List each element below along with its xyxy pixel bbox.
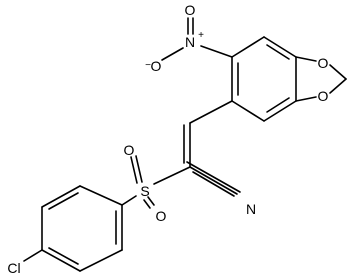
bond [231, 36, 265, 58]
bond [231, 100, 265, 122]
vinyl-linkage [183, 100, 233, 168]
triple-bond-line [192, 171, 235, 197]
atom-n-nitro: N [185, 34, 195, 50]
bond [295, 96, 317, 102]
double-bond-inner [48, 247, 79, 265]
atom-s-sulfonyl: S [140, 183, 149, 199]
charge-minus: − [145, 60, 151, 71]
bond [200, 45, 233, 58]
chlorophenyl-ring [41, 185, 123, 272]
bond [189, 166, 238, 195]
atom-n-nitrile: N [246, 201, 256, 217]
bond [295, 56, 317, 62]
bond [41, 249, 81, 272]
nitrile-group [186, 161, 241, 197]
triple-bond-line [186, 161, 241, 193]
bond [79, 185, 123, 206]
dioxole-ring [295, 56, 347, 102]
bond [153, 166, 191, 185]
double-bond-inner [266, 44, 290, 60]
atom-cl: Cl [7, 260, 20, 276]
sulfonyl-group [121, 155, 191, 209]
bond [329, 64, 347, 80]
atom-o-dioxole-top: O [318, 55, 329, 71]
double-bond-inner [266, 97, 290, 113]
double-bond [147, 196, 155, 206]
double-bond [143, 199, 151, 209]
bond [41, 185, 81, 208]
charge-plus: + [198, 30, 204, 41]
benzodioxole-ring [231, 36, 297, 122]
bond [263, 36, 297, 58]
bond [263, 100, 297, 122]
bond [161, 47, 184, 61]
nitro-group [161, 17, 233, 61]
bond [329, 78, 347, 94]
double-bond [135, 155, 143, 183]
bond [79, 249, 123, 272]
atom-o-sulfonyl-top: O [124, 142, 135, 158]
atom-o-nitro-minus: O [151, 58, 162, 74]
atom-o-dioxole-bottom: O [318, 88, 329, 104]
bond [121, 195, 137, 206]
double-bond-inner [48, 192, 79, 210]
atom-o-sulfonyl-bottom: O [156, 208, 167, 224]
double-bond [130, 156, 138, 184]
atom-o-nitro-top: O [185, 2, 196, 18]
bond-c-cl [23, 249, 43, 262]
bond [189, 100, 233, 124]
